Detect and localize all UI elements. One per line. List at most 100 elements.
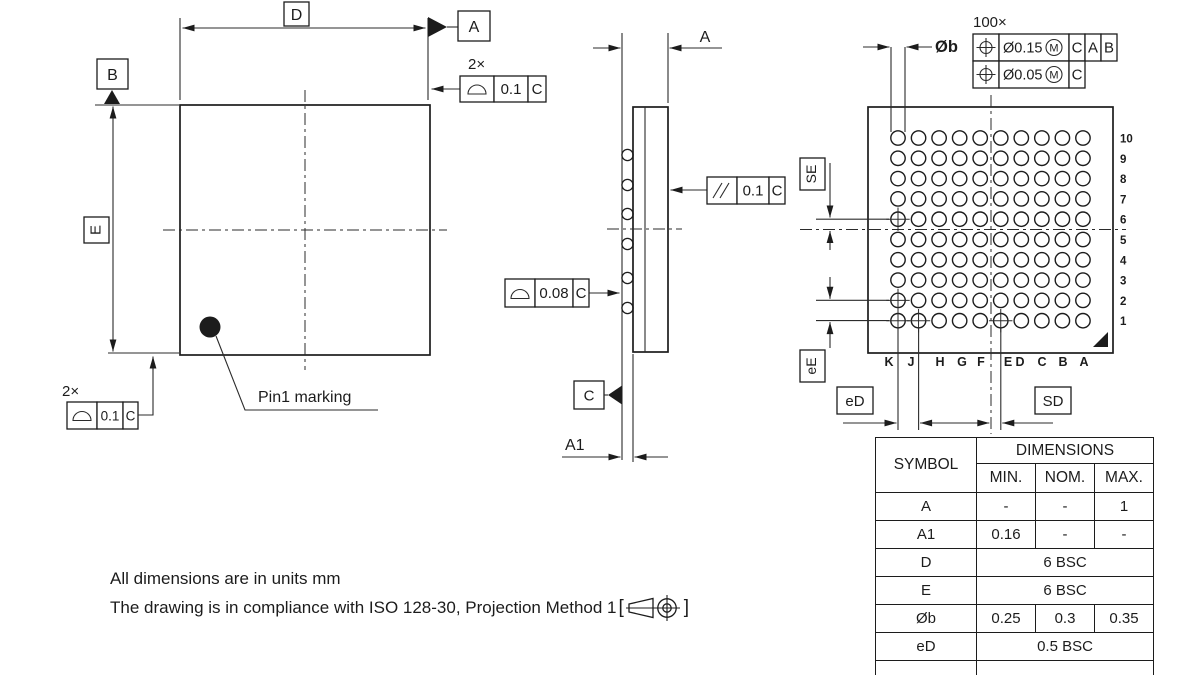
ball xyxy=(931,190,947,207)
fcf-datum: A xyxy=(1088,40,1098,57)
ball xyxy=(1033,190,1050,207)
dim-e-label: E xyxy=(87,225,104,235)
fcf-datum: C xyxy=(1072,40,1083,57)
dim-a1-label: A1 xyxy=(565,437,585,454)
row-label: 9 xyxy=(1120,154,1126,166)
ball xyxy=(1033,150,1050,167)
ball xyxy=(951,211,968,228)
ball xyxy=(1054,130,1071,146)
side-ball xyxy=(621,148,634,162)
fcf-datum: C xyxy=(1072,67,1083,84)
row-label: 7 xyxy=(1120,194,1126,206)
pin1-label: Pin1 marking xyxy=(258,389,351,406)
ball xyxy=(1013,292,1030,309)
parallelism-symbol-icon xyxy=(712,182,730,199)
ball xyxy=(992,231,1009,248)
row-label: 3 xyxy=(1120,276,1126,288)
ball xyxy=(1075,211,1091,228)
count-2x-bottom: 2× xyxy=(62,383,79,400)
fcf-profile-side: 0.08 C xyxy=(504,278,620,308)
ball xyxy=(1075,231,1091,248)
dimension-a: A xyxy=(593,29,722,52)
ball xyxy=(890,170,906,187)
ball xyxy=(1033,130,1050,146)
table-header-symbol: SYMBOL xyxy=(875,437,977,493)
mmc-modifier-icon: M xyxy=(1045,65,1063,84)
ball xyxy=(1075,170,1091,187)
table-row: A - - 1 xyxy=(875,492,1154,521)
fcf-profile-bottom-left: 2× 0.1 C xyxy=(62,356,157,430)
side-ball xyxy=(621,237,634,251)
fcf-datum: C xyxy=(126,409,136,424)
pin1-marking: Pin1 marking xyxy=(199,316,378,411)
ball xyxy=(1075,272,1091,288)
ball xyxy=(890,130,906,146)
top-view: D A B E 2× xyxy=(62,1,547,430)
ball xyxy=(1013,272,1030,288)
profile-symbol-icon xyxy=(510,288,530,300)
ball xyxy=(972,150,989,167)
side-view: A 0.1 C 0.08 C C xyxy=(504,29,786,462)
ball xyxy=(931,292,947,309)
datum-b-label: B xyxy=(107,67,118,84)
position-symbol-icon xyxy=(976,38,996,57)
count-100x: 100× xyxy=(973,14,1007,31)
ball xyxy=(972,272,989,288)
col-label: D xyxy=(1015,355,1024,369)
ball xyxy=(890,231,906,248)
label-se: SE xyxy=(803,165,819,184)
ball xyxy=(951,312,968,329)
ball xyxy=(1054,272,1071,288)
ball xyxy=(1075,130,1091,146)
ball xyxy=(972,170,989,187)
fcf-tol: 0.08 xyxy=(539,285,568,302)
ball xyxy=(910,272,927,288)
note-standard: The drawing is in compliance with ISO 12… xyxy=(110,593,691,622)
datum-b: B xyxy=(95,58,179,106)
table-header-dimensions: DIMENSIONS xyxy=(976,437,1154,464)
ball xyxy=(972,251,989,268)
table-row: A1 0.16 - - xyxy=(875,520,1154,549)
ball xyxy=(1075,292,1091,309)
col-label: B xyxy=(1058,355,1067,369)
table-header-nom: NOM. xyxy=(1035,463,1095,493)
fcf-tol: 0.1 xyxy=(743,183,764,200)
svg-text:M: M xyxy=(1049,70,1058,82)
ball xyxy=(992,211,1009,228)
ball xyxy=(931,130,947,146)
dimension-ed-sd: eD SD xyxy=(836,328,1072,430)
fcf-tol: Ø0.05 xyxy=(1003,68,1043,84)
ball xyxy=(910,190,927,207)
ball xyxy=(1033,251,1050,268)
pin1-corner-icon xyxy=(1093,332,1108,347)
ball xyxy=(992,251,1009,268)
side-ball xyxy=(621,207,634,221)
label-ed: eD xyxy=(845,393,864,410)
fcf-datum: C xyxy=(532,81,543,98)
ball xyxy=(1054,312,1071,329)
datum-c: C xyxy=(573,380,622,410)
ball xyxy=(972,231,989,248)
ball xyxy=(992,150,1009,167)
ball xyxy=(972,292,989,309)
position-symbol-icon xyxy=(976,65,996,84)
dimension-se: SE xyxy=(799,157,889,250)
ball xyxy=(1054,231,1071,248)
ball xyxy=(972,312,989,329)
table-row-partial xyxy=(875,660,1154,675)
ball xyxy=(890,272,906,288)
row-label: 10 xyxy=(1120,134,1133,146)
ball xyxy=(1033,292,1050,309)
fcf-datum: C xyxy=(576,285,587,302)
fcf-tol: 0.1 xyxy=(501,81,522,98)
side-ball xyxy=(621,178,634,192)
ball xyxy=(931,150,947,167)
fcf-datum: B xyxy=(1104,40,1114,57)
datum-c-label: C xyxy=(584,388,595,405)
ball xyxy=(1033,170,1050,187)
ball xyxy=(931,272,947,288)
ball xyxy=(890,150,906,167)
ball xyxy=(1013,251,1030,268)
